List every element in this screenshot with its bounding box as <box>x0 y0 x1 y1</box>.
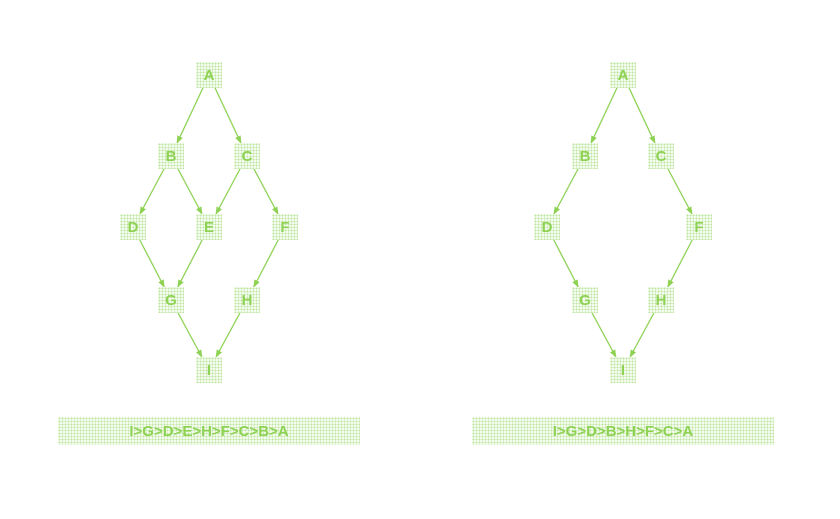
node-d: D <box>534 214 560 240</box>
node-a: A <box>610 62 636 88</box>
edge-d-g <box>139 239 165 288</box>
node-i: I <box>610 357 636 383</box>
node-c: C <box>648 143 674 169</box>
edge-b-d <box>553 168 579 215</box>
edge-b-d <box>139 168 165 215</box>
node-f: F <box>686 214 712 240</box>
node-b: B <box>158 143 184 169</box>
edge-b-e <box>177 168 203 215</box>
edge-f-h <box>667 239 693 288</box>
edge-g-i <box>591 312 617 358</box>
node-h: H <box>234 287 260 313</box>
node-d: D <box>120 214 146 240</box>
node-i: I <box>196 357 222 383</box>
edge-c-f <box>253 168 279 215</box>
node-g: G <box>158 287 184 313</box>
edge-h-i <box>215 312 241 358</box>
edge-f-h <box>253 239 279 288</box>
edge-h-i <box>629 312 655 358</box>
node-f: F <box>272 214 298 240</box>
edge-c-f <box>667 168 693 215</box>
order-label: I>G>D>B>H>F>C>A <box>472 417 774 445</box>
node-h: H <box>648 287 674 313</box>
edge-g-i <box>177 312 203 358</box>
edge-c-e <box>215 168 241 215</box>
node-g: G <box>572 287 598 313</box>
node-a: A <box>196 62 222 88</box>
edge-a-b <box>176 87 204 144</box>
edge-a-c <box>628 87 656 144</box>
edge-e-g <box>177 239 203 288</box>
node-c: C <box>234 143 260 169</box>
edge-d-g <box>553 239 579 288</box>
order-label: I>G>D>E>H>F>C>B>A <box>58 417 360 445</box>
node-b: B <box>572 143 598 169</box>
edge-a-c <box>214 87 242 144</box>
node-e: E <box>196 214 222 240</box>
edge-a-b <box>590 87 618 144</box>
